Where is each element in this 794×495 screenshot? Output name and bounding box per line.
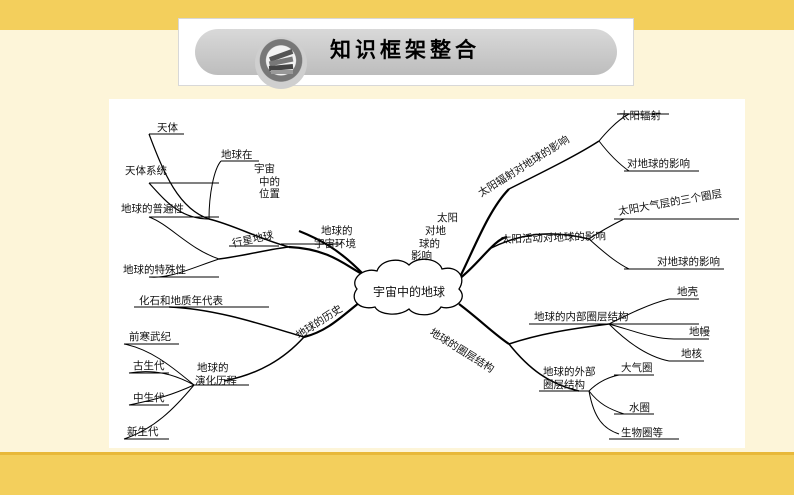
node-evolution-2: 演化历程 xyxy=(195,374,237,387)
node-hydrosphere: 水圈 xyxy=(629,402,650,414)
node-env-1: 地球的 xyxy=(321,224,353,237)
node-core: 地核 xyxy=(681,347,702,360)
node-inner: 地球的内部圈层结构 xyxy=(534,310,629,323)
node-evolution-1: 地球的 xyxy=(197,361,229,374)
node-outer-1: 地球的外部 xyxy=(543,365,596,378)
center-cloud xyxy=(353,258,463,316)
node-taiyang-fushe: 太阳辐射 xyxy=(619,109,661,122)
node-place-1: 地球在 xyxy=(221,148,253,161)
node-env-2: 宇宙环境 xyxy=(314,237,356,250)
node-place-4: 位置 xyxy=(259,187,280,200)
node-biosphere: 生物圈等 xyxy=(621,426,663,439)
node-tianti: 天体 xyxy=(157,122,178,134)
node-outer-2: 圈层结构 xyxy=(543,378,585,391)
node-radiation: 太阳辐射对地球的影响 xyxy=(476,133,572,200)
node-paleozoic: 古生代 xyxy=(133,359,165,372)
node-teshuxing: 地球的特殊性 xyxy=(123,263,186,276)
node-precambrian: 前寒武纪 xyxy=(129,330,171,343)
node-sun-3: 球的 xyxy=(419,237,440,250)
center-label: 宇宙中的地球 xyxy=(373,284,445,299)
node-mesozoic: 中生代 xyxy=(133,391,165,404)
node-radiation-effect: 对地球的影响 xyxy=(627,157,690,170)
node-fossil: 化石和地质年代表 xyxy=(139,294,223,307)
node-place-3: 中的 xyxy=(259,175,280,188)
mind-map-canvas: 宇宙中的地球 天体 天体系统 地球在 宇宙 中的 位置 地球的普遍性 行星地球 … xyxy=(121,109,739,440)
node-cenozoic: 新生代 xyxy=(127,425,159,438)
node-pubianxing: 地球的普遍性 xyxy=(121,202,184,215)
node-mantle: 地幔 xyxy=(689,325,710,338)
page-title: 知识框架整合 xyxy=(330,38,480,62)
node-planet-earth: 行星地球 xyxy=(231,228,275,250)
mind-map: 宇宙中的地球 天体 天体系统 地球在 宇宙 中的 位置 地球的普遍性 行星地球 … xyxy=(109,99,745,448)
node-crust: 地壳 xyxy=(677,285,698,298)
node-activity: 太阳活动对地球的影响 xyxy=(501,229,606,246)
node-layers: 地球的圈层结构 xyxy=(427,326,496,376)
node-atmosphere-layers: 太阳大气层的三个圈层 xyxy=(617,187,723,218)
books-icon xyxy=(255,37,307,89)
node-activity-effect: 对地球的影响 xyxy=(657,255,720,268)
node-atmosphere: 大气圈 xyxy=(621,361,653,374)
node-sun-4: 影响 xyxy=(411,249,432,262)
bottom-decor-bar xyxy=(0,452,794,495)
node-sun-2: 对地 xyxy=(425,224,446,237)
title-banner xyxy=(178,18,634,89)
node-history: 地球的历史 xyxy=(294,302,346,342)
node-tianti-xitong: 天体系统 xyxy=(125,164,167,177)
node-sun-1: 太阳 xyxy=(437,211,458,224)
node-place-2: 宇宙 xyxy=(254,162,275,175)
